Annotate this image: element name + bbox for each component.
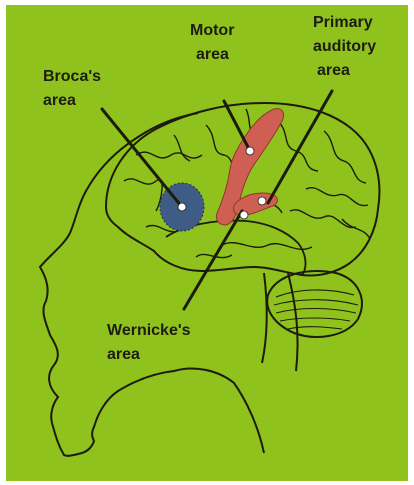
diagram-panel: Broca's area Motor area Primary auditory… bbox=[6, 5, 408, 481]
motor-marker bbox=[246, 147, 254, 155]
brain-diagram: Broca's area Motor area Primary auditory… bbox=[6, 5, 408, 481]
broca-marker bbox=[178, 203, 186, 211]
auditory-marker bbox=[258, 197, 266, 205]
wernicke-marker bbox=[240, 211, 248, 219]
